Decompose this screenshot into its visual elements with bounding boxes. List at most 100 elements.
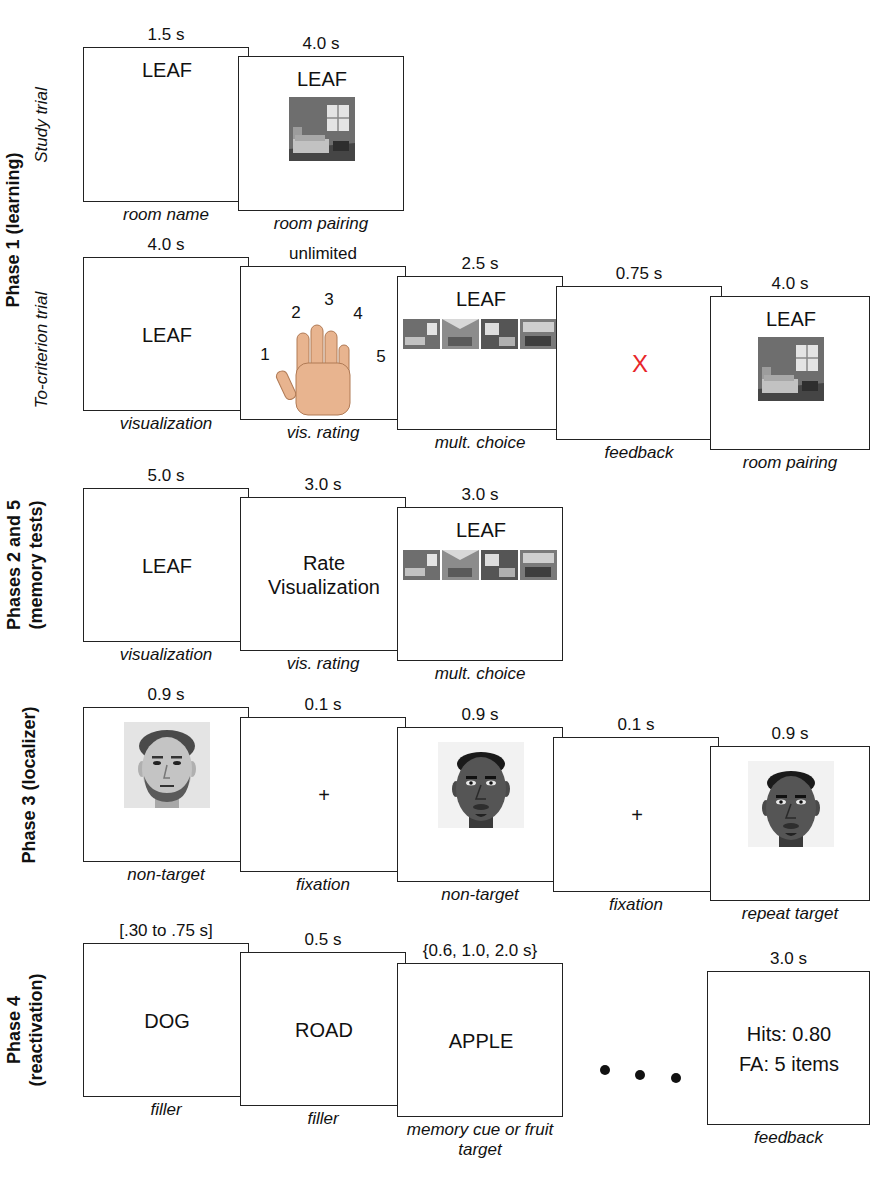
screen-text: ROAD (295, 1019, 353, 1041)
label-holder: Phases 2 and 5 (memory tests) (4, 485, 47, 645)
text-holder: filler (307, 1109, 338, 1129)
duration-label: 0.9 s (462, 705, 499, 724)
text-holder: 0.1 s (554, 715, 718, 735)
duration-label: 2.5 s (462, 254, 499, 273)
text-holder: room name (123, 205, 209, 225)
screen-text: 2 (291, 303, 300, 322)
duration-label: 1.5 s (148, 25, 185, 44)
illustration-part (776, 800, 786, 805)
text-holder: DOG (144, 1009, 190, 1033)
illustration-part (485, 776, 496, 779)
screen-text: LEAF (297, 68, 347, 90)
illustration-part (802, 381, 818, 391)
duration-label: 4.0 s (772, 274, 809, 293)
screen-caption: visualization (120, 645, 213, 664)
text-holder: LEAF (297, 67, 347, 91)
illustration-part (448, 568, 472, 577)
screen-text: LEAF (456, 288, 506, 310)
illustration-part (485, 323, 499, 335)
text-holder: mult. choice (435, 433, 526, 453)
screen-caption: mult. choice (435, 664, 526, 683)
screen-text: Rate Visualization (268, 552, 380, 598)
duration-label: 3.0 s (305, 475, 342, 494)
phase-label: Phase 4 (reactivation) (4, 973, 46, 1086)
text-holder: room pairing (743, 453, 838, 473)
illustration-part (403, 550, 440, 580)
screen-box: unlimited12345vis. rating (240, 266, 406, 420)
illustration-part (783, 823, 799, 829)
illustration-part (475, 814, 487, 817)
illustration-part (476, 785, 486, 799)
illustration-part (485, 554, 499, 566)
illustration-part (466, 776, 477, 779)
text-holder: [.30 to .75 s] (84, 921, 248, 941)
label-holder: Phase 4 (reactivation) (4, 960, 47, 1100)
screen-text: X (632, 350, 648, 377)
screen-caption: room name (123, 205, 209, 224)
phase-label: Phase 1 (learning) (3, 152, 23, 307)
illustration-part (296, 363, 350, 415)
screen-text: APPLE (449, 1030, 513, 1052)
illustration-part (295, 135, 325, 141)
duration-label: 0.1 s (618, 715, 655, 734)
illustration-part (796, 800, 806, 805)
illustration-part (124, 722, 210, 808)
duration-label: {0.6, 1.0, 2.0 s} (423, 941, 537, 960)
room-thumbnails (403, 319, 559, 349)
screen-box: 0.1 s+fixation (240, 717, 406, 872)
text-holder: room pairing (274, 214, 369, 234)
illustration-part (275, 369, 298, 401)
screen-text: FA: 5 items (739, 1053, 839, 1075)
illustration-part (748, 761, 834, 847)
text-holder: filler (150, 1100, 181, 1120)
text-holder: 0.5 s (241, 930, 405, 950)
screen-box: 3.0 sLEAFmult. choice (397, 507, 563, 661)
text-holder: APPLE (449, 1029, 513, 1053)
text-holder: fixation (296, 875, 350, 895)
text-holder: 3.0 s (241, 475, 405, 495)
text-holder: 1 (260, 345, 269, 365)
screen-box: [.30 to .75 s]DOGfiller (83, 943, 249, 1097)
screen-caption: mult. choice (435, 433, 526, 452)
text-holder: LEAF (456, 287, 506, 311)
screen-caption: non-target (127, 865, 205, 884)
illustration-part (173, 761, 181, 765)
screen-box: 0.9 srepeat target (710, 746, 870, 901)
illustration-part (438, 742, 524, 828)
phase-label: To-criterion trial (32, 292, 51, 409)
text-holder: feedback (605, 443, 674, 463)
illustration-part (799, 800, 803, 804)
illustration-part (456, 757, 506, 821)
text-holder: 3.0 s (398, 485, 562, 505)
illustration-part (152, 756, 163, 759)
illustration-part (442, 319, 479, 349)
text-holder: LEAF (456, 518, 506, 542)
phase-label: Study trial (32, 87, 51, 163)
illustration-part (160, 785, 174, 787)
screen-text: LEAF (766, 308, 816, 330)
screen-box: 0.5 sROADfiller (240, 952, 406, 1106)
label-holder: Phase 1 (learning) (3, 100, 25, 360)
screen-box: 1.5 sLEAFroom name (83, 47, 249, 202)
face-photo (124, 722, 210, 808)
text-holder: repeat target (742, 904, 838, 924)
text-holder: 0.1 s (241, 695, 405, 715)
screen-text: LEAF (456, 519, 506, 541)
illustration-part (523, 553, 554, 563)
screen-caption: vis. rating (287, 654, 360, 673)
text-holder: Hits: 0.80 (747, 1022, 831, 1046)
text-holder: LEAF (142, 554, 192, 578)
duration-label: 0.9 s (772, 724, 809, 743)
text-holder: 0.9 s (711, 724, 869, 744)
screen-caption: fixation (609, 895, 663, 914)
screen-caption: feedback (605, 443, 674, 462)
illustration-part (405, 568, 425, 576)
illustration-part (142, 737, 192, 801)
duration-label: 0.5 s (305, 930, 342, 949)
text-holder: 4.0 s (239, 34, 403, 54)
screen-caption: room pairing (274, 214, 369, 233)
illustration-part (523, 322, 554, 332)
screen-text: 5 (376, 347, 385, 366)
text-holder: Rate Visualization (249, 551, 399, 599)
